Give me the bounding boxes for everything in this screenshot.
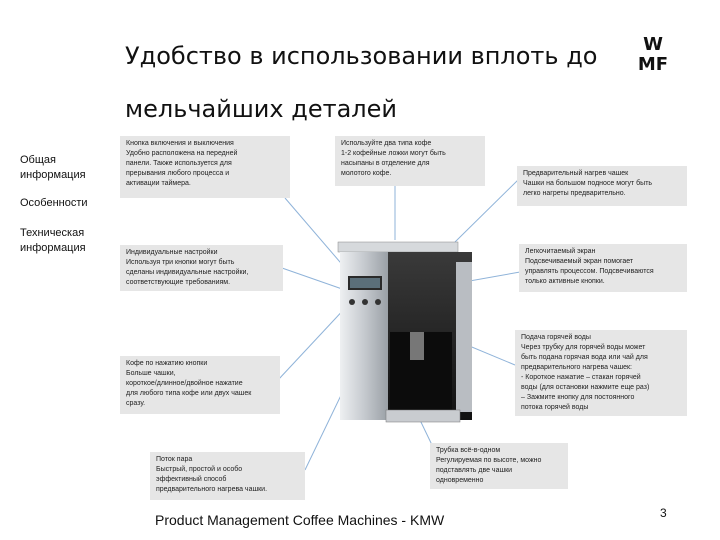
callout-display: Легкочитаемый экран Подсвечиваемый экран…: [519, 244, 687, 292]
callout-button-coffee: Кофе по нажатию кнопки Больше чашки, кор…: [120, 356, 280, 414]
callout-power-button: Кнопка включения и выключения Удобно рас…: [120, 136, 290, 198]
callout-steam: Поток пара Быстрый, простой и особо эффе…: [150, 452, 305, 500]
callout-individual-settings: Индивидуальные настройки Используя три к…: [120, 245, 283, 291]
callout-spout: Трубка всё-в-одном Регулируемая по высот…: [430, 443, 568, 489]
callout-coffee-types: Используйте два типа кофе 1-2 кофейные л…: [335, 136, 485, 186]
callout-cup-preheat: Предварительный нагрев чашек Чашки на бо…: [517, 166, 687, 206]
callout-hot-water: Подача горячей воды Через трубку для гор…: [515, 330, 687, 416]
coffee-machine-image: [330, 232, 480, 432]
footer-text: Product Management Coffee Machines - KMW: [155, 512, 444, 528]
page-number: 3: [660, 506, 667, 520]
